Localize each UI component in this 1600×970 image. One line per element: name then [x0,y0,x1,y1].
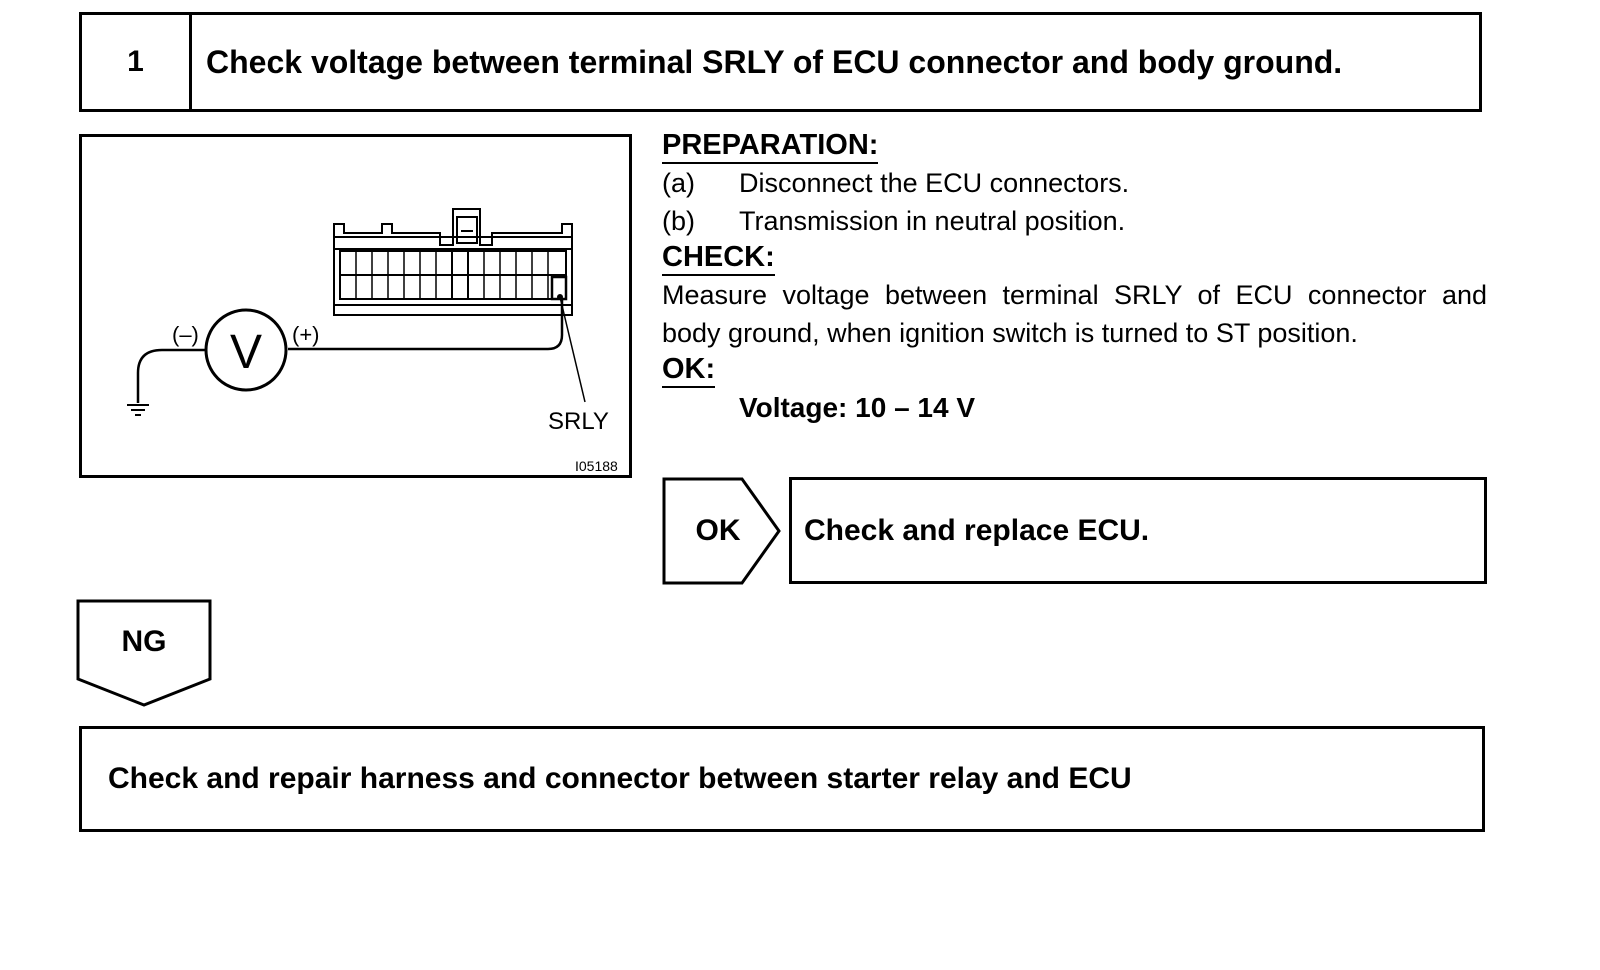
ok-result-label: OK [695,514,741,547]
item-text: Transmission in neutral position. [739,206,1126,236]
wiring-diagram: V (–) (+) SRLY I05188 [127,208,618,474]
ng-result-label: NG [121,625,167,658]
step-title: Check voltage between terminal SRLY of E… [206,43,1343,80]
ground-symbol-icon [127,404,149,416]
voltmeter-icon: V [204,308,288,392]
instructions: PREPARATION: (a) Disconnect the ECU conn… [662,128,1487,428]
check-text: Measure voltage between terminal SRLY of… [662,280,1487,348]
ok-result-action: Check and replace ECU. [789,477,1487,584]
step-header: 1 Check voltage between terminal SRLY of… [79,12,1482,112]
item-label: (a) [662,168,695,198]
step-number: 1 [82,15,192,109]
ok-result-tag: OK [662,477,782,585]
srly-leader-line [559,296,586,403]
list-item: (b) Transmission in neutral position. [662,202,1487,240]
preparation-heading: PREPARATION: [662,128,879,164]
ok-spec-value: Voltage: 10 – 14 V [739,392,976,423]
negative-lead-label: (–) [172,322,199,347]
list-item: (a) Disconnect the ECU connectors. [662,164,1487,202]
positive-probe-wire [288,299,564,351]
item-label: (b) [662,206,695,236]
ng-result-action: Check and repair harness and connector b… [79,726,1485,832]
ok-spec-heading: OK: [662,352,716,388]
positive-lead-label: (+) [292,322,320,347]
ng-result-tag: NG [76,599,212,707]
negative-probe-wire [136,348,206,403]
check-heading: CHECK: [662,240,775,276]
right-arrow-tag-icon [662,477,781,585]
ecu-connector-icon [333,208,573,316]
wiring-figure: V (–) (+) SRLY I05188 [79,134,632,478]
figure-id: I05188 [575,458,618,474]
terminal-label: SRLY [548,408,609,435]
down-arrow-tag-icon [76,599,212,707]
item-text: Disconnect the ECU connectors. [739,168,1130,198]
meter-symbol: V [230,326,262,379]
